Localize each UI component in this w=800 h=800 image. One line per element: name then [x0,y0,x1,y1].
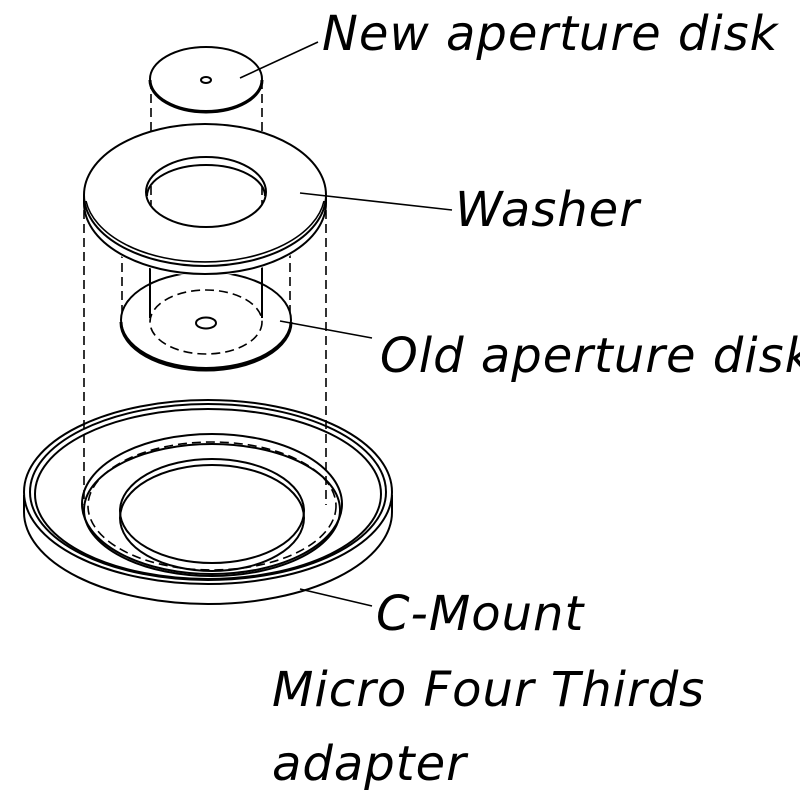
adapter-bore-inner [119,464,305,572]
label-washer: Washer [455,182,642,238]
adapter-outer-bottom-edge [23,495,393,605]
label-old-aperture-disk: Old aperture disk [380,328,800,384]
new-disk-outline [149,46,263,112]
label-new-aperture-disk: New aperture disk [322,6,780,62]
new-disk-leader-line [239,41,319,79]
old-disk-aperture-hole [195,316,217,330]
old-disk-leader-line [279,320,373,339]
washer-leader-line [299,192,453,211]
old-disk-hidden-rim [149,289,263,355]
washer-thickness-edge2 [85,200,325,263]
washer-hole-inner-edge [146,164,266,197]
adapter-leader-line [299,588,373,607]
label-adapter: adapter [272,736,469,792]
adapter-bore-top [119,458,305,564]
new-aperture-disk-part [148,41,319,114]
adapter-outer-rim [23,399,393,585]
new-disk-aperture-hole [200,76,212,84]
washer-part [83,123,453,276]
adapter-seat-outer [81,433,343,575]
washer-outer-edge [83,123,327,267]
adapter-part [23,399,393,607]
old-disk-thickness-edge [119,321,293,372]
old-aperture-disk-part [119,262,373,372]
washer-thickness-edge [83,195,327,275]
label-micro-four-thirds: Micro Four Thirds [272,662,705,718]
washer-hole-top [145,156,267,228]
label-c-mount: C-Mount [376,586,585,642]
adapter-seat-inner [83,443,341,577]
adapter-outer-rim-inner2 [34,408,382,580]
adapter-seat-hidden-edge [87,441,337,571]
